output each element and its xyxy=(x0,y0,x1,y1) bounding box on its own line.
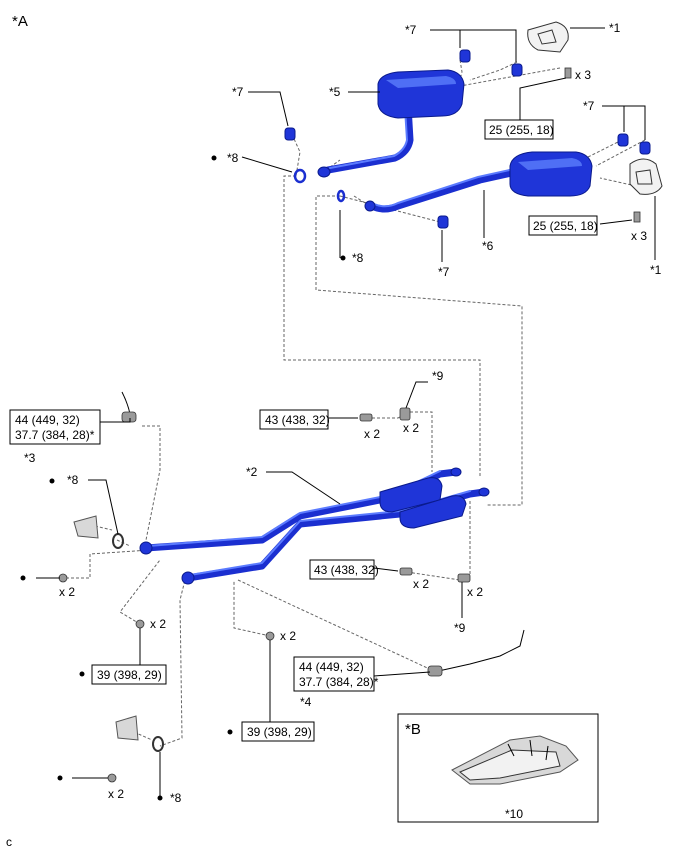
hanger-bracket-right xyxy=(629,158,663,195)
svg-text:44 (449, 32): 44 (449, 32) xyxy=(15,413,80,427)
oxygen-sensors xyxy=(121,391,525,677)
qty-39-left: x 2 xyxy=(150,617,166,631)
view-label-a: *A xyxy=(12,13,28,30)
torque-box-25-top: 25 (255, 18) xyxy=(484,119,554,140)
svg-text:37.7 (384, 28)*: 37.7 (384, 28)* xyxy=(299,675,379,689)
floor-tunnel-brace xyxy=(451,735,579,785)
svg-text:43 (438, 32): 43 (438, 32) xyxy=(314,563,379,577)
callout-3: *3 xyxy=(24,451,36,465)
rubber-supports xyxy=(284,49,651,229)
callout-8-left: *8 xyxy=(67,473,79,487)
qty-43-upper-bolt: x 2 xyxy=(364,427,380,441)
callout-7-left: *7 xyxy=(232,85,244,99)
torque-box-44-left: 44 (449, 32) 37.7 (384, 28)* xyxy=(9,409,101,445)
callout-9-lower: *9 xyxy=(454,621,466,635)
manifold-flanges xyxy=(73,515,139,741)
bolts xyxy=(58,67,641,783)
svg-text:39 (398, 29): 39 (398, 29) xyxy=(247,725,312,739)
qty-43-upper-nut: x 2 xyxy=(403,421,419,435)
callout-1-top: *1 xyxy=(609,21,621,35)
bullet-dots xyxy=(20,155,346,801)
qty-top-bolts: x 3 xyxy=(575,68,591,82)
qty-left-nut: x 2 xyxy=(59,585,75,599)
svg-text:39 (398, 29): 39 (398, 29) xyxy=(97,668,162,682)
view-label-b: *B xyxy=(405,721,421,738)
hanger-bracket-top xyxy=(527,21,569,53)
footer-code: c xyxy=(6,835,12,849)
callout-8-upper: *8 xyxy=(227,151,239,165)
qty-39-mid: x 2 xyxy=(280,629,296,643)
callout-8-upper-mid: *8 xyxy=(352,251,364,265)
svg-text:37.7 (384, 28)*: 37.7 (384, 28)* xyxy=(15,428,95,442)
callout-7-mid: *7 xyxy=(438,265,450,279)
torque-box-39-left: 39 (398, 29) xyxy=(91,664,167,685)
callout-9-upper: *9 xyxy=(432,369,444,383)
qty-right-bolts: x 3 xyxy=(631,229,647,243)
callout-6: *6 xyxy=(482,239,494,253)
qty-43-lower-nut: x 2 xyxy=(467,585,483,599)
callout-7-top: *7 xyxy=(405,23,417,37)
qty-43-lower-bolt: x 2 xyxy=(413,577,429,591)
svg-text:44 (449, 32): 44 (449, 32) xyxy=(299,660,364,674)
svg-text:25 (255, 18): 25 (255, 18) xyxy=(533,219,598,233)
svg-text:25 (255, 18): 25 (255, 18) xyxy=(489,123,554,137)
view-b-inset: *B *10 xyxy=(397,713,599,823)
torque-box-39-mid: 39 (398, 29) xyxy=(241,721,315,742)
callout-5: *5 xyxy=(329,85,341,99)
callout-1-right: *1 xyxy=(650,263,662,277)
qty-bottom-nut: x 2 xyxy=(108,787,124,801)
svg-text:43 (438, 32): 43 (438, 32) xyxy=(265,413,330,427)
callout-4: *4 xyxy=(300,695,312,709)
callout-10: *10 xyxy=(505,807,523,821)
callout-7-right: *7 xyxy=(583,99,595,113)
callout-8-bottom: *8 xyxy=(170,791,182,805)
torque-box-43-upper: 43 (438, 32) xyxy=(259,409,330,430)
callout-2: *2 xyxy=(246,465,258,479)
right-muffler-assembly xyxy=(364,151,593,213)
torque-box-43-lower: 43 (438, 32) xyxy=(309,559,379,580)
torque-box-25-right: 25 (255, 18) xyxy=(528,215,598,236)
torque-box-44-right: 44 (449, 32) 37.7 (384, 28)* xyxy=(293,656,379,692)
upper-muffler-assembly xyxy=(317,69,465,178)
center-exhaust-pipe xyxy=(139,467,490,585)
